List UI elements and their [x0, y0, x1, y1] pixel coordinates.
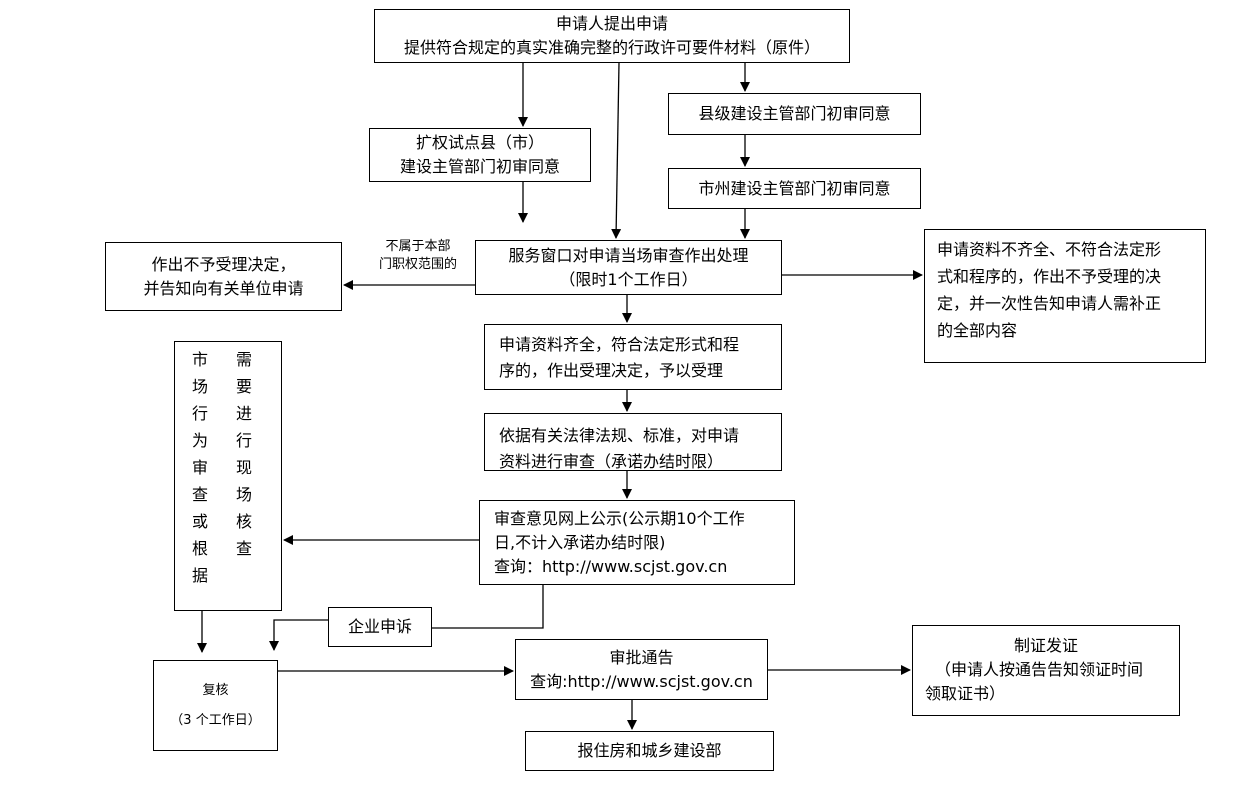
pilot-county-text: 建设主管部门初审同意 — [399, 157, 560, 176]
recheck-time-limit: （3 个工作日） — [170, 712, 261, 728]
reject-notice-box: 作出不予受理决定， 并告知向有关单位申请 — [105, 242, 342, 311]
arrow-applicant-to-window — [611, 62, 622, 239]
arrow-publicity-appeal-to-recheck — [432, 585, 544, 629]
publicity-query-url: 查询：http://www.scjst.gov.cn — [494, 557, 728, 576]
applicant-materials-text: 提供符合规定的真实准确完整的行政许可要件材料（原件） — [403, 38, 820, 57]
service-window-time-limit: （限时1个工作日） — [559, 269, 698, 289]
recheck-title: 复核 — [202, 682, 229, 698]
market-onsite-check-box — [174, 341, 282, 611]
certificate-issuance-box: 制证发证 （申请人按通告告知领证时间 领取证书） — [912, 625, 1180, 716]
out-of-scope-label: 不属于本部 门职权范围的 — [378, 239, 457, 272]
applicant-submission-box: 申请人提出申请 提供符合规定的真实准确完整的行政许可要件材料（原件） — [374, 9, 850, 63]
market-check-column: 市 场 行 为 审 查 或 根 据 — [192, 350, 209, 585]
ministry-report-box: 报住房和城乡建设部 — [525, 731, 774, 771]
publicity-box: 审查意见网上公示(公示期10个工作 日,不计入承诺办结时限) 查询：http:/… — [479, 500, 795, 585]
arrow-appeal-to-recheck — [269, 619, 328, 651]
service-window-box: 服务窗口对申请当场审查作出处理 （限时1个工作日） — [475, 240, 782, 295]
city-level-text: 市州建设主管部门初审同意 — [698, 178, 891, 198]
reject-notice-line2: 并告知向有关单位申请 — [143, 278, 304, 298]
incomplete-materials-box: 申请资料不齐全、不符合法定形 式和程序的，作出不予受理的决 定，并一次性告知申请… — [924, 229, 1206, 363]
approval-notice-box: 审批通告 查询:http://www.scjst.gov.cn — [515, 639, 768, 700]
pilot-county-title: 扩权试点县（市） — [415, 133, 544, 152]
approval-query-url: 查询:http://www.scjst.gov.cn — [530, 671, 753, 691]
recheck-box: 复核 （3 个工作日） — [153, 660, 278, 751]
pilot-county-review-box: 扩权试点县（市） 建设主管部门初审同意 — [369, 128, 591, 182]
review-box: 依据有关法律法规、标准，对申请 资料进行审查（承诺办结时限） — [484, 413, 782, 471]
service-window-title: 服务窗口对申请当场审查作出处理 — [508, 245, 749, 265]
reject-notice-line1: 作出不予受理决定， — [151, 254, 296, 274]
city-level-review-box: 市州建设主管部门初审同意 — [668, 168, 921, 209]
applicant-title: 申请人提出申请 — [555, 14, 668, 33]
accepted-box: 申请资料齐全，符合法定形式和程 序的，作出受理决定，予以受理 — [484, 324, 782, 390]
county-level-text: 县级建设主管部门初审同意 — [698, 104, 891, 123]
onsite-check-column: 需 要 进 行 现 场 核 查 — [236, 350, 253, 558]
enterprise-appeal-box: 企业申诉 — [328, 607, 432, 647]
county-level-review-box: 县级建设主管部门初审同意 — [668, 93, 921, 135]
